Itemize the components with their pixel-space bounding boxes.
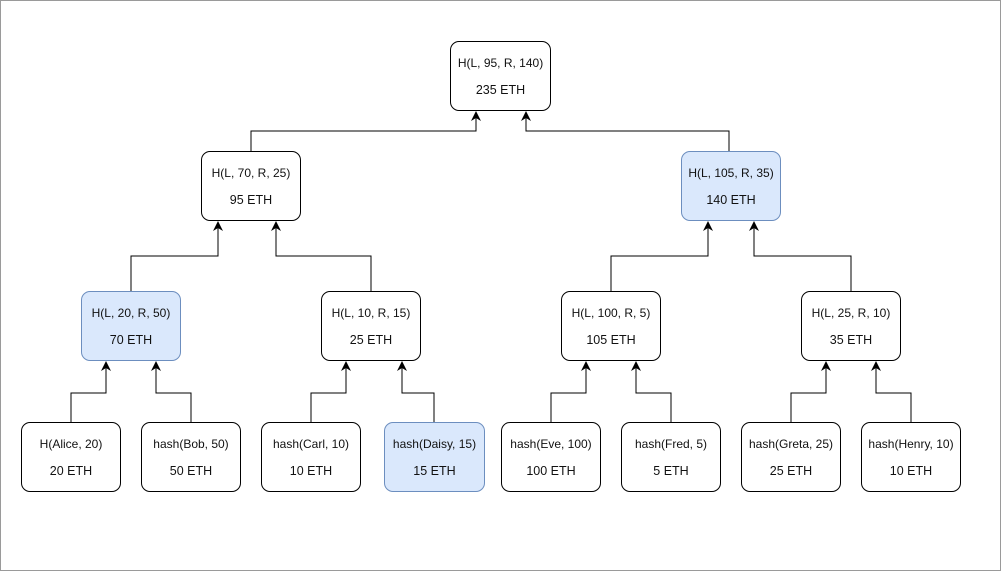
node-hash: hash(Daisy, 15) <box>392 436 477 451</box>
node-value: 235 ETH <box>475 82 526 97</box>
edge-lr-to-l <box>271 221 372 291</box>
node-hash: H(L, 95, R, 140) <box>457 55 544 70</box>
edge-bob-to-ll <box>151 361 192 422</box>
edge-l-to-root <box>250 111 481 151</box>
node-hash: hash(Greta, 25) <box>748 436 834 451</box>
edge-carl-to-lr <box>310 361 351 422</box>
node-rr: H(L, 25, R, 10) 35 ETH <box>801 291 901 361</box>
node-value: 10 ETH <box>289 463 333 478</box>
edge-henry-to-rr <box>871 361 912 422</box>
node-value: 105 ETH <box>586 332 636 347</box>
edge-rl-to-r <box>610 221 713 291</box>
edge-ll-to-l <box>130 221 223 291</box>
node-hash: H(L, 20, R, 50) <box>91 305 171 320</box>
node-hash: hash(Henry, 10) <box>868 436 954 451</box>
node-hash: H(L, 10, R, 15) <box>331 305 411 320</box>
node-hash: H(L, 70, R, 25) <box>211 165 291 180</box>
node-hash: H(L, 25, R, 10) <box>811 305 891 320</box>
node-hash: H(Alice, 20) <box>39 436 103 451</box>
leaf-eve: hash(Eve, 100) 100 ETH <box>501 422 601 492</box>
edge-eve-to-rl <box>550 361 591 422</box>
node-value: 50 ETH <box>169 463 213 478</box>
node-ll-highlighted: H(L, 20, R, 50) 70 ETH <box>81 291 181 361</box>
node-hash: H(L, 100, R, 5) <box>571 305 651 320</box>
edge-rr-to-r <box>749 221 852 291</box>
node-lr: H(L, 10, R, 15) 25 ETH <box>321 291 421 361</box>
node-value: 35 ETH <box>829 332 873 347</box>
node-right-branch-highlighted: H(L, 105, R, 35) 140 ETH <box>681 151 781 221</box>
node-value: 25 ETH <box>769 463 813 478</box>
edge-alice-to-ll <box>70 361 111 422</box>
leaf-fred: hash(Fred, 5) 5 ETH <box>621 422 721 492</box>
node-value: 20 ETH <box>49 463 93 478</box>
edge-r-to-root <box>521 111 730 151</box>
node-value: 10 ETH <box>889 463 933 478</box>
node-left-branch: H(L, 70, R, 25) 95 ETH <box>201 151 301 221</box>
root-node: H(L, 95, R, 140) 235 ETH <box>450 41 551 111</box>
edge-greta-to-rr <box>790 361 831 422</box>
node-rl: H(L, 100, R, 5) 105 ETH <box>561 291 661 361</box>
leaf-henry: hash(Henry, 10) 10 ETH <box>861 422 961 492</box>
node-value: 25 ETH <box>349 332 393 347</box>
node-hash: hash(Bob, 50) <box>153 436 229 451</box>
node-value: 5 ETH <box>653 463 689 478</box>
leaf-greta: hash(Greta, 25) 25 ETH <box>741 422 841 492</box>
leaf-carl: hash(Carl, 10) 10 ETH <box>261 422 361 492</box>
edge-fred-to-rl <box>631 361 672 422</box>
node-hash: hash(Eve, 100) <box>510 436 592 451</box>
edge-daisy-to-lr <box>397 361 435 422</box>
node-hash: H(L, 105, R, 35) <box>688 165 774 180</box>
node-value: 15 ETH <box>413 463 456 478</box>
node-hash: hash(Fred, 5) <box>634 436 708 451</box>
leaf-daisy-highlighted: hash(Daisy, 15) 15 ETH <box>384 422 485 492</box>
node-value: 100 ETH <box>526 463 576 478</box>
leaf-bob: hash(Bob, 50) 50 ETH <box>141 422 241 492</box>
node-value: 140 ETH <box>706 192 756 207</box>
leaf-alice: H(Alice, 20) 20 ETH <box>21 422 121 492</box>
node-value: 95 ETH <box>229 192 273 207</box>
node-value: 70 ETH <box>109 332 153 347</box>
node-hash: hash(Carl, 10) <box>272 436 350 451</box>
